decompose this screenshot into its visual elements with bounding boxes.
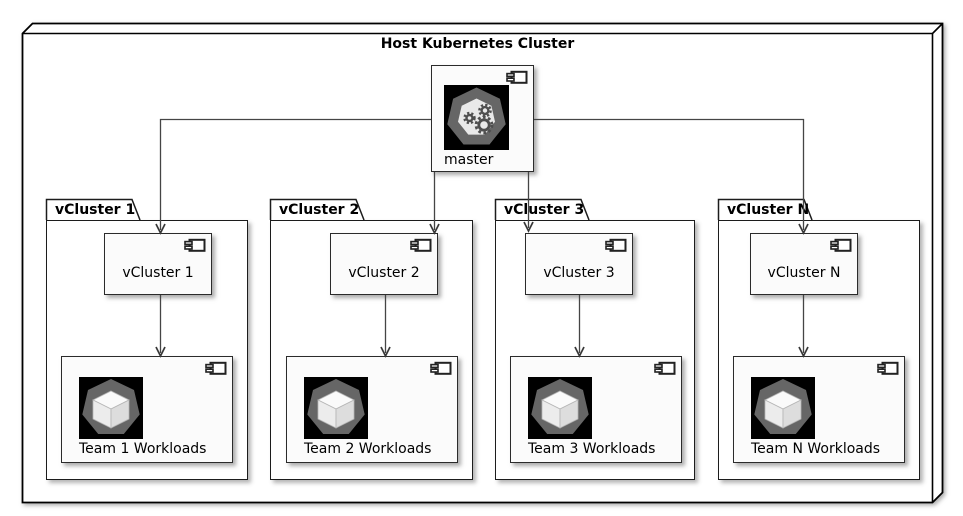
component-symbol-icon [430, 361, 452, 375]
package-tab-vcluster-n: vCluster N [727, 202, 810, 218]
package-tab-vcluster-2: vCluster 2 [279, 202, 360, 218]
package-tab-vcluster-3: vCluster 3 [504, 202, 585, 218]
team-2-workloads-label: Team 2 Workloads [304, 441, 432, 457]
component-symbol-icon [654, 361, 676, 375]
team-1-workloads-label: Team 1 Workloads [79, 441, 207, 457]
component-symbol-icon [605, 238, 627, 252]
component-team-2-workloads: Team 2 Workloads [286, 356, 458, 463]
component-symbol-icon [877, 361, 899, 375]
pod-cube-icon [304, 377, 368, 439]
component-vcluster-3: vCluster 3 [525, 233, 633, 295]
host-cluster-title: Host Kubernetes Cluster [380, 36, 575, 52]
component-vcluster-2: vCluster 2 [330, 233, 438, 295]
vcluster-1-label: vCluster 1 [122, 265, 194, 281]
component-symbol-icon [410, 238, 432, 252]
team-n-workloads-label: Team N Workloads [751, 441, 881, 457]
pod-cube-icon [751, 377, 815, 439]
kubernetes-master-icon [444, 85, 509, 150]
vcluster-n-label: vCluster N [767, 265, 841, 281]
component-team-n-workloads: Team N Workloads [733, 356, 905, 463]
component-team-1-workloads: Team 1 Workloads [61, 356, 233, 463]
team-3-workloads-label: Team 3 Workloads [528, 441, 656, 457]
pod-cube-icon [528, 377, 592, 439]
component-symbol-icon [506, 70, 528, 84]
component-symbol-icon [830, 238, 852, 252]
vcluster-2-label: vCluster 2 [348, 265, 420, 281]
component-symbol-icon [184, 238, 206, 252]
component-team-3-workloads: Team 3 Workloads [510, 356, 682, 463]
component-symbol-icon [205, 361, 227, 375]
vcluster-n3-label: vCluster 3 [543, 265, 615, 281]
pod-cube-icon [79, 377, 143, 439]
package-tab-vcluster-1: vCluster 1 [55, 202, 136, 218]
component-master: master [431, 65, 534, 172]
component-vcluster-n: vCluster N [750, 233, 858, 295]
master-label: master [444, 152, 494, 168]
component-vcluster-1: vCluster 1 [104, 233, 212, 295]
